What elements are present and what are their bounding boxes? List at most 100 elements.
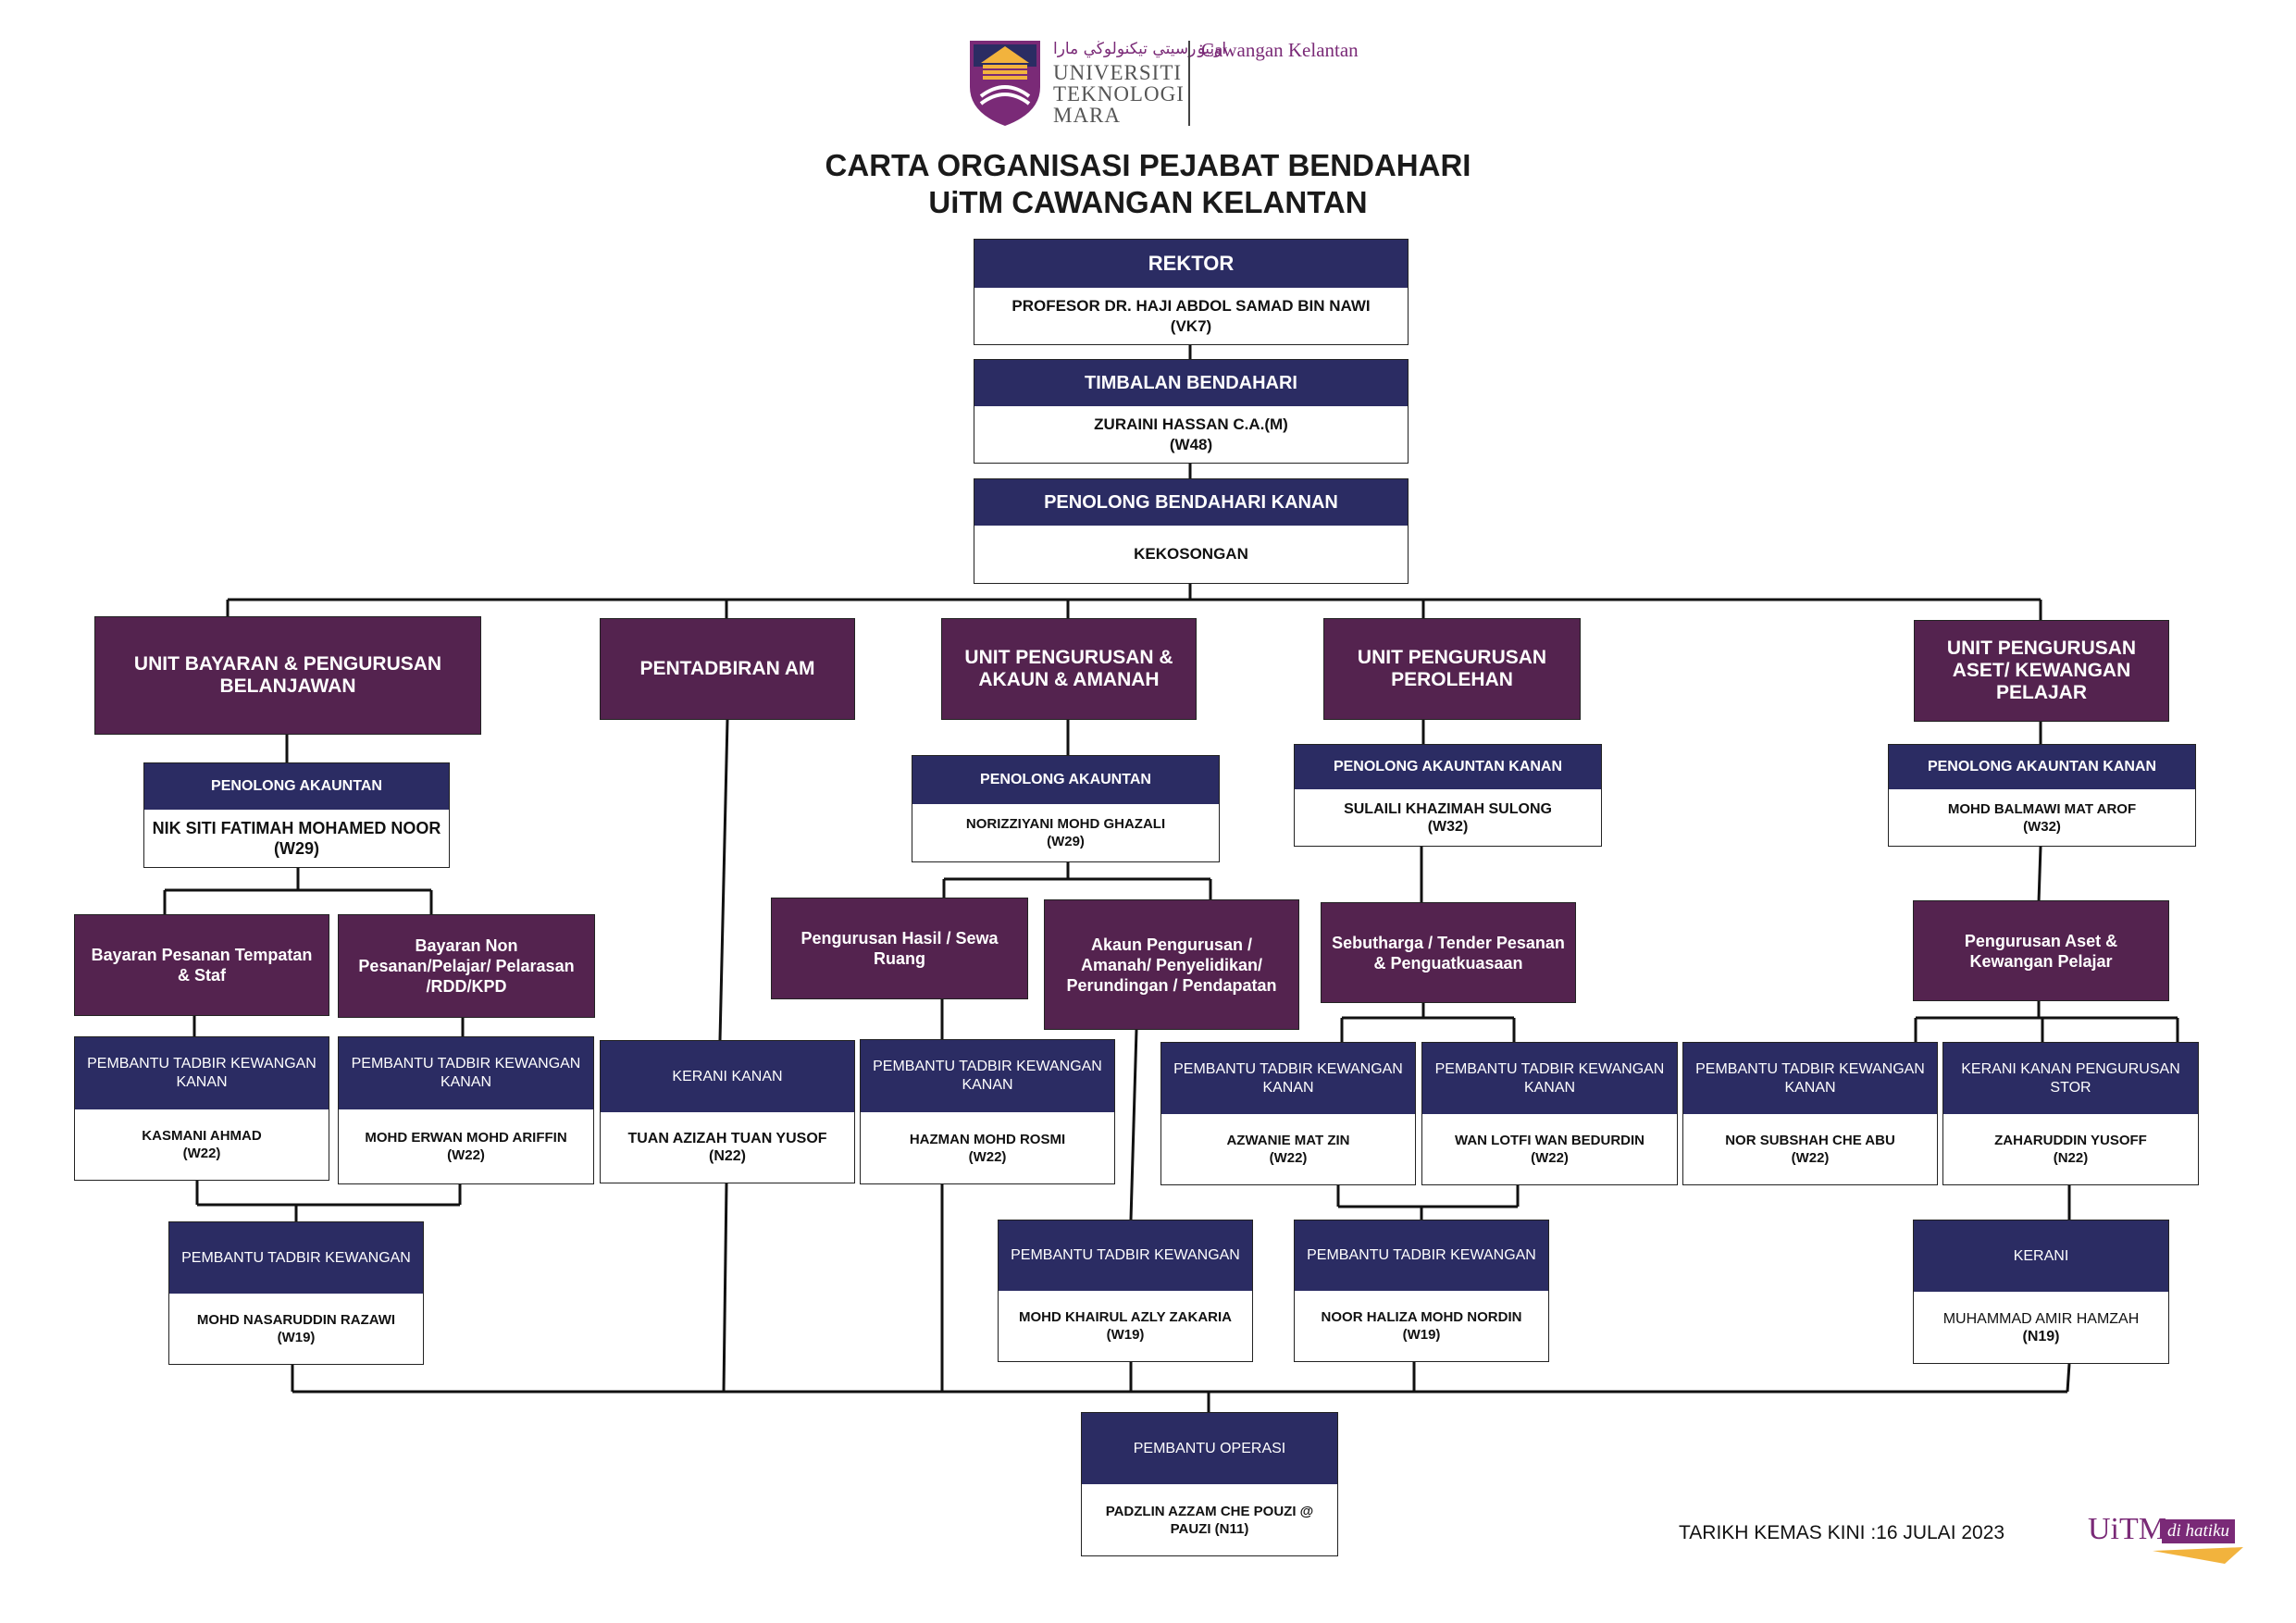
staff-nasaruddin-role: PEMBANTU TADBIR KEWANGAN — [169, 1222, 423, 1294]
staff-azizah-box: KERANI KANAN TUAN AZIZAH TUAN YUSOF (N22… — [600, 1040, 855, 1183]
timbalan-role: TIMBALAN BENDAHARI — [974, 360, 1408, 406]
subunit-bayaran-pesanan: Bayaran Pesanan Tempatan & Staf — [74, 914, 329, 1016]
unit-pentadbiran-am: PENTADBIRAN AM — [600, 618, 855, 720]
staff-kasmani-grade: (W22) — [182, 1146, 221, 1161]
staff-erwan-role: PEMBANTU TADBIR KEWANGAN KANAN — [339, 1037, 593, 1109]
staff-subshah-role: PEMBANTU TADBIR KEWANGAN KANAN — [1683, 1043, 1937, 1114]
staff-amir-role: KERANI — [1914, 1220, 2168, 1292]
subunit-bayaran-non-pesanan: Bayaran Non Pesanan/Pelajar/ Pelarasan /… — [338, 914, 595, 1018]
staff-lotfi-box: PEMBANTU TADBIR KEWANGAN KANAN WAN LOTFI… — [1421, 1042, 1678, 1185]
staff-azwanie-box: PEMBANTU TADBIR KEWANGAN KANAN AZWANIE M… — [1160, 1042, 1416, 1185]
staff-amir-name: MUHAMMAD AMIR HAMZAH — [1942, 1310, 2140, 1327]
staff-azizah-role: KERANI KANAN — [601, 1041, 854, 1112]
staff-erwan-grade: (W22) — [447, 1147, 485, 1163]
pa-bayaran-name: NIK SITI FATIMAH MOHAMED NOOR (W29) — [152, 819, 441, 858]
staff-zaharuddin-name: ZAHARUDDIN YUSOFF — [1994, 1133, 2147, 1148]
pa-aset-box: PENOLONG AKAUNTAN KANAN MOHD BALMAWI MAT… — [1888, 744, 2196, 847]
staff-padzlin-role: PEMBANTU OPERASI — [1082, 1413, 1337, 1484]
staff-zaharuddin-box: KERANI KANAN PENGURUSAN STOR ZAHARUDDIN … — [1942, 1042, 2199, 1185]
subunit-aset-kewangan: Pengurusan Aset & Kewangan Pelajar — [1913, 900, 2169, 1001]
chart-title-line1: CARTA ORGANISASI PEJABAT BENDAHARI — [825, 148, 1471, 182]
penolong-bendahari-kanan-box: PENOLONG BENDAHARI KANAN KEKOSONGAN — [974, 478, 1409, 584]
staff-nasaruddin-name: MOHD NASARUDDIN RAZAWI — [196, 1312, 396, 1328]
staff-azizah-name: TUAN AZIZAH TUAN YUSOF — [627, 1131, 827, 1146]
staff-erwan-box: PEMBANTU TADBIR KEWANGAN KANAN MOHD ERWA… — [338, 1036, 594, 1184]
pa-akaun-name: NORIZZIYANI MOHD GHAZALI — [965, 816, 1166, 832]
staff-haliza-role: PEMBANTU TADBIR KEWANGAN — [1295, 1220, 1548, 1291]
staff-khairul-box: PEMBANTU TADBIR KEWANGAN MOHD KHAIRUL AZ… — [998, 1220, 1253, 1362]
staff-azizah-grade: (N22) — [708, 1148, 746, 1164]
staff-haliza-name: NOOR HALIZA MOHD NORDIN (W19) — [1321, 1309, 1522, 1343]
staff-amir-grade: (N19) — [2022, 1328, 2060, 1344]
staff-kasmani-box: PEMBANTU TADBIR KEWANGAN KANAN KASMANI A… — [74, 1036, 329, 1181]
rektor-name: PROFESOR DR. HAJI ABDOL SAMAD BIN NAWI — [1011, 296, 1371, 315]
pa-aset-grade: (W32) — [2023, 818, 2061, 835]
unit-akaun-amanah: UNIT PENGURUSAN & AKAUN & AMANAH — [941, 618, 1197, 720]
staff-lotfi-name: WAN LOTFI WAN BEDURDIN — [1455, 1133, 1644, 1148]
staff-hazman-grade: (W22) — [968, 1148, 1007, 1165]
uitm-di-hatiku-badge: UiTM di hatiku — [2088, 1510, 2251, 1567]
staff-azwanie-role: PEMBANTU TADBIR KEWANGAN KANAN — [1161, 1043, 1415, 1114]
badge-accent-icon — [2153, 1547, 2243, 1564]
badge-uitm-text: UiTM — [2088, 1512, 2166, 1546]
badge-slogan-text: di hatiku — [2162, 1519, 2236, 1543]
logo-branch: Cawangan Kelantan — [1201, 39, 1359, 61]
uitm-logo: اونيۏرسيتي تيكنولوڬي مارا UNIVERSITI TEK… — [968, 39, 1394, 131]
unit-bayaran: UNIT BAYARAN & PENGURUSAN BELANJAWAN — [94, 616, 481, 735]
last-updated-text: TARIKH KEMAS KINI :16 JULAI 2023 — [1679, 1522, 2005, 1543]
staff-subshah-grade: (W22) — [1791, 1150, 1830, 1166]
staff-subshah-name: NOR SUBSHAH CHE ABU — [1725, 1133, 1895, 1148]
logo-line3: MARA — [1053, 104, 1122, 127]
unit-aset-kewangan-pelajar: UNIT PENGURUSAN ASET/ KEWANGAN PELAJAR — [1914, 620, 2169, 722]
staff-nasaruddin-box: PEMBANTU TADBIR KEWANGAN MOHD NASARUDDIN… — [168, 1221, 424, 1365]
timbalan-name: ZURAINI HASSAN C.A.(M) — [1094, 415, 1288, 433]
staff-padzlin-box: PEMBANTU OPERASI PADZLIN AZZAM CHE POUZI… — [1081, 1412, 1338, 1556]
pa-aset-role: PENOLONG AKAUNTAN KANAN — [1889, 745, 2195, 789]
staff-hazman-box: PEMBANTU TADBIR KEWANGAN KANAN HAZMAN MO… — [860, 1039, 1115, 1184]
staff-khairul-role: PEMBANTU TADBIR KEWANGAN — [999, 1220, 1252, 1291]
staff-padzlin-name: PADZLIN AZZAM CHE POUZI @ PAUZI (N11) — [1105, 1503, 1314, 1537]
logo-arabic-text: اونيۏرسيتي تيكنولوڬي مارا — [1053, 40, 1227, 58]
pa-akaun-role: PENOLONG AKAUNTAN — [912, 756, 1219, 804]
pa-bayaran-role: PENOLONG AKAUNTAN — [144, 763, 449, 810]
pa-bayaran-box: PENOLONG AKAUNTAN NIK SITI FATIMAH MOHAM… — [143, 762, 450, 868]
penolong-kanan-name: KEKOSONGAN — [1134, 545, 1248, 563]
staff-zaharuddin-role: KERANI KANAN PENGURUSAN STOR — [1943, 1043, 2198, 1114]
staff-lotfi-grade: (W22) — [1531, 1150, 1569, 1166]
rektor-box: REKTOR PROFESOR DR. HAJI ABDOL SAMAD BIN… — [974, 239, 1409, 345]
unit-perolehan: UNIT PENGURUSAN PEROLEHAN — [1323, 618, 1581, 720]
staff-nasaruddin-grade: (W19) — [277, 1330, 316, 1345]
timbalan-bendahari-box: TIMBALAN BENDAHARI ZURAINI HASSAN C.A.(M… — [974, 359, 1409, 464]
staff-azwanie-grade: (W22) — [1269, 1150, 1308, 1166]
staff-khairul-grade: (W19) — [1106, 1327, 1145, 1343]
staff-lotfi-role: PEMBANTU TADBIR KEWANGAN KANAN — [1422, 1043, 1677, 1114]
pa-perolehan-name: SULAILI KHAZIMAH SULONG — [1344, 800, 1552, 817]
pa-perolehan-role: PENOLONG AKAUNTAN KANAN — [1295, 745, 1601, 789]
pa-akaun-grade: (W29) — [1047, 834, 1085, 849]
logo-divider — [1188, 41, 1190, 126]
pa-akaun-box: PENOLONG AKAUNTAN NORIZZIYANI MOHD GHAZA… — [912, 755, 1220, 862]
logo-line1: UNIVERSITI — [1053, 61, 1183, 84]
timbalan-grade: (W48) — [1169, 435, 1213, 453]
logo-line2: TEKNOLOGI — [1053, 82, 1185, 105]
pa-perolehan-grade: (W32) — [1427, 818, 1469, 835]
staff-azwanie-name: AZWANIE MAT ZIN — [1226, 1133, 1350, 1148]
staff-kasmani-name: KASMANI AHMAD — [142, 1128, 262, 1144]
staff-hazman-role: PEMBANTU TADBIR KEWANGAN KANAN — [861, 1040, 1114, 1112]
rektor-grade: (VK7) — [1170, 316, 1212, 335]
rektor-role: REKTOR — [974, 240, 1408, 288]
staff-haliza-box: PEMBANTU TADBIR KEWANGAN NOOR HALIZA MOH… — [1294, 1220, 1549, 1362]
subunit-akaun-pengurusan: Akaun Pengurusan / Amanah/ Penyelidikan/… — [1044, 899, 1299, 1030]
penolong-kanan-role: PENOLONG BENDAHARI KANAN — [974, 479, 1408, 526]
pa-aset-name: MOHD BALMAWI MAT AROF — [1947, 800, 2137, 817]
chart-title-line2: UiTM CAWANGAN KELANTAN — [928, 185, 1368, 219]
staff-zaharuddin-grade: (N22) — [2053, 1150, 2089, 1166]
pa-perolehan-box: PENOLONG AKAUNTAN KANAN SULAILI KHAZIMAH… — [1294, 744, 1602, 847]
staff-subshah-box: PEMBANTU TADBIR KEWANGAN KANAN NOR SUBSH… — [1682, 1042, 1938, 1185]
staff-khairul-name: MOHD KHAIRUL AZLY ZAKARIA — [1018, 1309, 1232, 1325]
staff-hazman-name: HAZMAN MOHD ROSMI — [909, 1131, 1066, 1147]
uitm-crest-icon — [970, 41, 1040, 126]
subunit-hasil-sewa: Pengurusan Hasil / Sewa Ruang — [771, 898, 1028, 999]
staff-erwan-name: MOHD ERWAN MOHD ARIFFIN — [365, 1130, 567, 1146]
